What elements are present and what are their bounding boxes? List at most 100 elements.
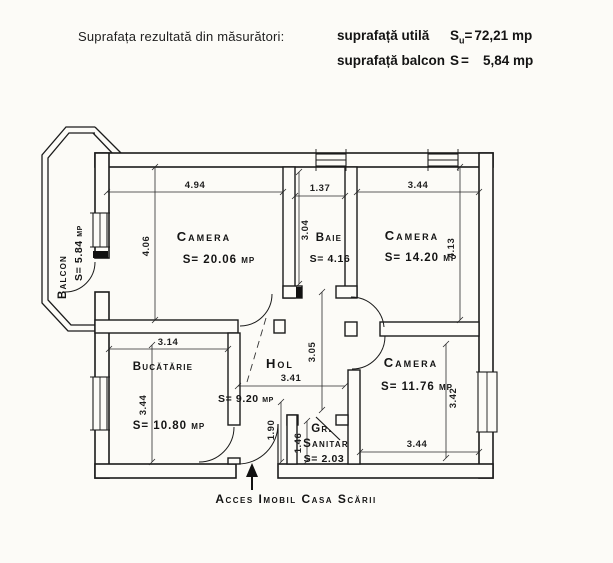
dim-bucatarie-height: 3.44 (138, 341, 156, 466)
door-leaf-sanitar (315, 416, 341, 441)
dim-text: 4.06 (141, 236, 152, 257)
measurement-title: Suprafața rezultată din măsurători: (78, 29, 285, 44)
window-top-camera2 (427, 149, 459, 171)
dim-tick (456, 163, 464, 171)
room-label-camera1: Camera (177, 229, 231, 244)
dim-tick (341, 382, 349, 390)
dim-bucatarie-width: 3.14 (105, 337, 232, 353)
dim-baie-height: 3.04 (295, 168, 311, 288)
dim-tick (105, 345, 113, 353)
room-area-baie: S= 4.16 (310, 253, 351, 265)
door-post-hol (344, 321, 358, 337)
wall-camera1-baie (282, 166, 296, 299)
wall-bottom-left (94, 463, 237, 479)
door-arc-camera1 (239, 293, 273, 327)
dim-tick (224, 345, 232, 353)
useful-area-value: 72,21 mp (474, 28, 533, 43)
balcony-area-value: 5,84 mp (482, 52, 534, 68)
door-jamb-balcony (93, 251, 108, 258)
wall-camera1-bottom-stub (273, 319, 286, 334)
room-label-sanitar-line1: Gr. (311, 423, 333, 435)
door-arc-camera3 (351, 335, 386, 370)
dim-camera3-width: 3.44 (356, 439, 483, 456)
dim-tick (103, 188, 111, 196)
door-arc-camera2 (350, 296, 385, 328)
doors (64, 251, 386, 465)
dim-text: 3.44 (408, 180, 429, 191)
wall-camera3-left (347, 369, 361, 465)
useful-area-symbol: Su= (450, 28, 473, 46)
room-area-bucatarie: S= 10.80 mp (133, 420, 206, 432)
dim-camera2-height: 4.13 (446, 163, 464, 324)
dim-text: 4.13 (446, 238, 457, 259)
dim-tick (456, 316, 464, 324)
dim-text: 4.94 (185, 180, 206, 191)
room-label-balcon: Balcon (57, 255, 69, 299)
dim-tick (442, 454, 450, 462)
balcony-chamfer-outer (94, 126, 123, 155)
window-bucatarie (90, 376, 110, 431)
dim-text: 3.04 (300, 220, 311, 241)
door-arc-entrance (237, 423, 279, 465)
balcony-area-label: suprafață balcon (337, 52, 446, 68)
room-label-sanitar-line2: Sanitar (303, 438, 349, 450)
dim-tick (475, 448, 483, 456)
dim-hol-width: 3.41 (234, 373, 349, 390)
wall-hol-bucatarie (227, 332, 241, 426)
dim-hol-lower-height: 1.90 (266, 398, 285, 466)
dim-tick (318, 288, 326, 296)
dim-text: 3.44 (407, 439, 428, 450)
dim-tick (303, 457, 311, 465)
wall-sanitar-left (286, 414, 298, 465)
wall-camera2-camera3 (379, 321, 480, 337)
dim-tick (277, 458, 285, 466)
dim-text: 3.05 (307, 342, 318, 363)
useful-area-label: suprafață utilă (337, 28, 430, 43)
room-label-camera3: Camera (384, 355, 438, 370)
dim-tick (303, 417, 311, 425)
balcony-outline (41, 126, 123, 332)
dim-text: 3.44 (138, 395, 149, 416)
dim-tick (234, 382, 242, 390)
dim-tick (148, 341, 156, 349)
dim-text: 3.14 (158, 337, 179, 348)
access-caption: Acces Imobil Casa Scării (215, 492, 376, 506)
dim-tick (277, 398, 285, 406)
room-area-camera2: S= 14.20 mp (385, 252, 458, 264)
balcony-chamfer-inner (92, 132, 116, 157)
dim-tick (151, 163, 159, 171)
window-camera3 (476, 371, 498, 433)
dim-hol-height: 3.05 (307, 288, 326, 414)
dim-tick (475, 188, 483, 196)
wall-bucatarie-door-jamb (227, 457, 241, 465)
windows (90, 149, 498, 433)
area-summary: suprafață utilă Su= 72,21 mp suprafață b… (337, 26, 533, 70)
dim-tick (279, 188, 287, 196)
dim-text: 3.42 (448, 388, 459, 409)
dim-baie-width: 1.37 (291, 183, 349, 200)
dim-camera3-height: 3.42 (442, 340, 459, 462)
room-area-camera3: S= 11.76 mp (381, 381, 453, 393)
balcony-inner-line (47, 132, 96, 326)
useful-area-row: suprafață utilă Su= 72,21 mp (337, 26, 533, 51)
dim-text: 1.46 (293, 433, 304, 454)
access-arrow-head (246, 463, 258, 477)
dim-tick (318, 406, 326, 414)
dim-tick (442, 340, 450, 348)
dim-text: 3.41 (281, 373, 302, 384)
dim-text: 1.37 (310, 183, 331, 194)
wall-sanitar-top-right (335, 414, 349, 426)
dim-sanitar-height: 1.46 (293, 417, 311, 465)
window-top-baie (315, 149, 347, 171)
dim-camera1-height: 4.06 (141, 163, 159, 324)
balcony-area-row: suprafață balcon S = 5,84 mp (337, 51, 533, 70)
room-label-camera2: Camera (385, 228, 439, 243)
wall-bottom-right (277, 463, 494, 479)
window-frame (477, 371, 498, 433)
wall-baie-camera2 (344, 166, 358, 298)
window-balcony (90, 212, 110, 248)
room-area-hol: S= 9.20 mp (218, 393, 274, 405)
dim-camera2-width: 3.44 (353, 180, 483, 196)
